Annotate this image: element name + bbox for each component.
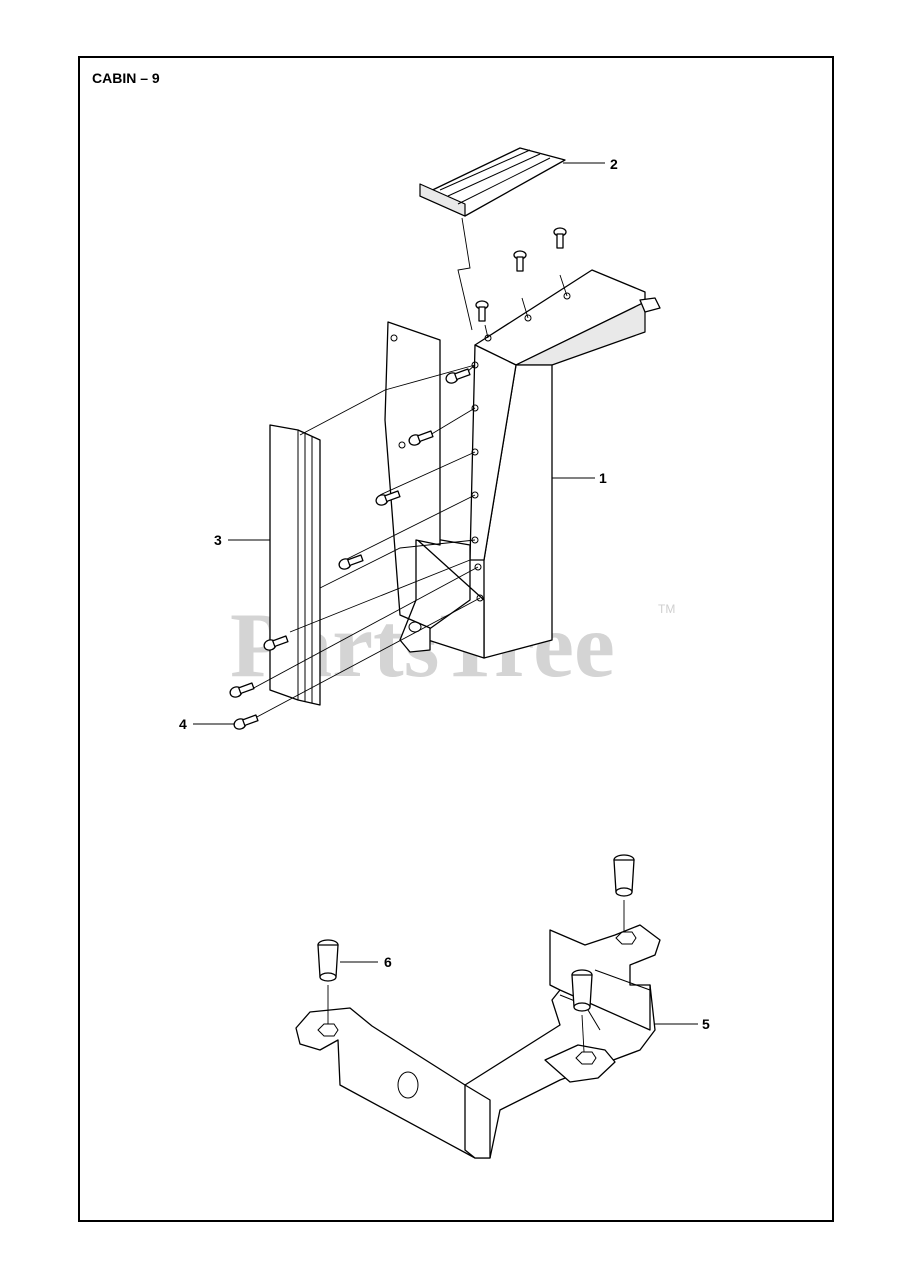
- diagram-title: CABIN – 9: [92, 70, 160, 86]
- callout-1: 1: [599, 470, 607, 486]
- part-5-u-bracket[interactable]: [295, 924, 661, 1159]
- callout-labels: 2 1 3 4 6 5: [179, 156, 710, 1032]
- callout-6: 6: [384, 954, 392, 970]
- leader-part-2-link: [457, 217, 473, 331]
- diagram-frame: CABIN – 9: [78, 56, 834, 1222]
- callout-2: 2: [610, 156, 618, 172]
- callout-5: 5: [702, 1016, 710, 1032]
- part-2-cap-strip[interactable]: [419, 147, 566, 217]
- part-1-post-bracket[interactable]: [411, 269, 661, 659]
- callout-4: 4: [179, 716, 187, 732]
- part-side-plate: [384, 321, 441, 653]
- part-4-screws[interactable]: [229, 227, 567, 731]
- callout-leaders: [193, 162, 698, 1025]
- watermark-trademark: TM: [658, 602, 675, 616]
- fastener-leaders: [249, 274, 568, 719]
- part-6-nut-inserts[interactable]: [317, 854, 635, 1053]
- part-3-trim-rail[interactable]: [269, 424, 321, 706]
- callout-3: 3: [214, 532, 222, 548]
